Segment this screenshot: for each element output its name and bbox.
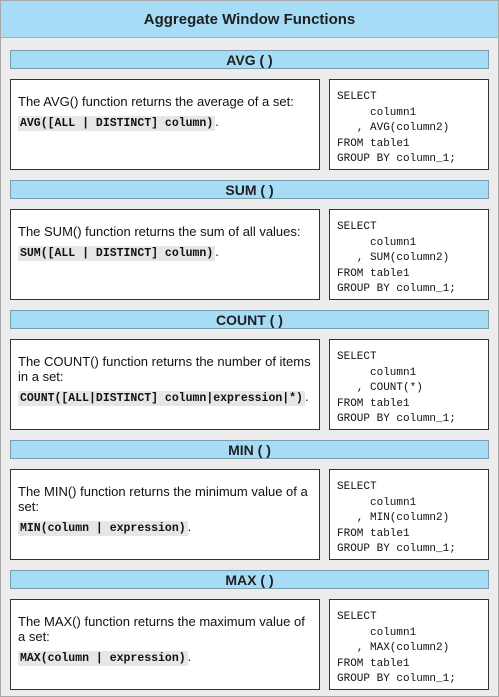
sql-code: SELECT column1 , AVG(column2) FROM table… (337, 91, 456, 165)
sql-code: SELECT column1 , MIN(column2) FROM table… (337, 481, 456, 555)
page-title: Aggregate Window Functions (1, 1, 498, 38)
section-heading-avg: AVG ( ) (10, 50, 489, 69)
description-box-count: The COUNT() function returns the number … (10, 339, 320, 430)
description-box-sum: The SUM() function returns the sum of al… (10, 209, 320, 300)
syntax-code: MIN(column | expression) (18, 521, 188, 536)
description-text: The SUM() function returns the sum of al… (18, 224, 301, 239)
section-heading-max: MAX ( ) (10, 570, 489, 589)
description-text: The COUNT() function returns the number … (18, 354, 311, 384)
description-box-min: The MIN() function returns the minimum v… (10, 469, 320, 560)
syntax-code: COUNT([ALL|DISTINCT] column|expression|*… (18, 391, 305, 406)
sql-example-max: SELECT column1 , MAX(column2) FROM table… (329, 599, 489, 690)
section-heading-min: MIN ( ) (10, 440, 489, 459)
section-heading-count: COUNT ( ) (10, 310, 489, 329)
syntax-code: AVG([ALL | DISTINCT] column) (18, 116, 216, 131)
description-box-max: The MAX() function returns the maximum v… (10, 599, 320, 690)
sql-example-count: SELECT column1 , COUNT(*) FROM table1 GR… (329, 339, 489, 430)
syntax-code: MAX(column | expression) (18, 651, 188, 666)
sql-code: SELECT column1 , MAX(column2) FROM table… (337, 611, 456, 685)
description-text: The MAX() function returns the maximum v… (18, 614, 305, 644)
syntax-code: SUM([ALL | DISTINCT] column) (18, 246, 216, 261)
section-heading-sum: SUM ( ) (10, 180, 489, 199)
sql-example-min: SELECT column1 , MIN(column2) FROM table… (329, 469, 489, 560)
sql-example-sum: SELECT column1 , SUM(column2) FROM table… (329, 209, 489, 300)
sql-code: SELECT column1 , COUNT(*) FROM table1 GR… (337, 351, 456, 425)
sql-code: SELECT column1 , SUM(column2) FROM table… (337, 221, 456, 295)
sql-example-avg: SELECT column1 , AVG(column2) FROM table… (329, 79, 489, 170)
description-text: The AVG() function returns the average o… (18, 94, 294, 109)
description-box-avg: The AVG() function returns the average o… (10, 79, 320, 170)
description-text: The MIN() function returns the minimum v… (18, 484, 308, 514)
